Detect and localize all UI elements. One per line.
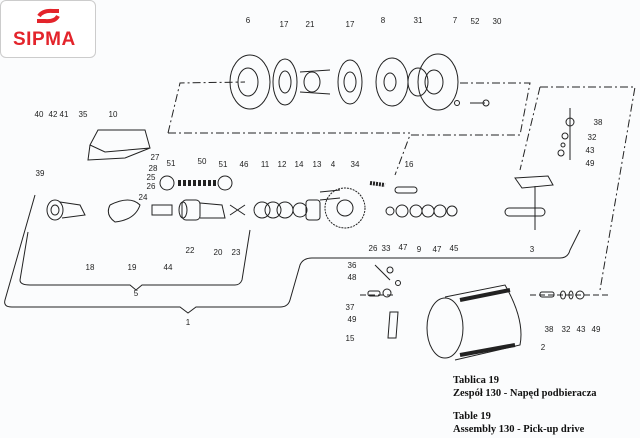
callout-part-26: 26 xyxy=(147,182,156,191)
caption-pl-assembly: Zespół 130 - Napęd podbieracza xyxy=(453,388,597,399)
callout-part-46: 46 xyxy=(240,160,249,169)
callout-part-9: 9 xyxy=(417,245,422,254)
callout-part-10: 10 xyxy=(109,110,118,119)
callout-part-26: 26 xyxy=(369,244,378,253)
callout-part-12: 12 xyxy=(278,160,287,169)
callout-part-1: 1 xyxy=(186,318,191,327)
callout-part-21: 21 xyxy=(306,20,315,29)
callout-part-22: 22 xyxy=(186,246,195,255)
callout-part-47: 47 xyxy=(399,243,408,252)
callout-part-4: 4 xyxy=(331,160,336,169)
callout-part-27: 27 xyxy=(151,153,160,162)
assembly-outlines xyxy=(4,53,636,361)
callout-part-5: 5 xyxy=(134,289,139,298)
callout-part-38: 38 xyxy=(594,118,603,127)
sipma-s-mark-icon xyxy=(37,8,60,24)
caption-pl-table: Tablica 19 xyxy=(453,375,499,386)
callout-part-39: 39 xyxy=(36,169,45,178)
callout-part-30: 30 xyxy=(493,17,502,26)
callout-part-2: 2 xyxy=(541,343,546,352)
callout-part-14: 14 xyxy=(295,160,304,169)
callout-part-24: 24 xyxy=(139,193,148,202)
callout-part-34: 34 xyxy=(351,160,360,169)
callout-part-3: 3 xyxy=(530,245,535,254)
callout-part-41: 41 xyxy=(60,110,69,119)
caption-en-assembly: Assembly 130 - Pick-up drive xyxy=(453,424,585,435)
callout-part-25: 25 xyxy=(147,173,156,182)
callout-part-31: 31 xyxy=(414,16,423,25)
callout-part-17: 17 xyxy=(346,20,355,29)
callout-part-38: 38 xyxy=(545,325,554,334)
callout-part-49: 49 xyxy=(592,325,601,334)
callout-part-35: 35 xyxy=(79,110,88,119)
callout-part-15: 15 xyxy=(346,334,355,343)
callout-part-16: 16 xyxy=(405,160,414,169)
callout-part-44: 44 xyxy=(164,263,173,272)
callout-part-13: 13 xyxy=(313,160,322,169)
callout-part-20: 20 xyxy=(214,248,223,257)
callout-part-32: 32 xyxy=(562,325,571,334)
table-caption: Tablica 19 Zespół 130 - Napęd podbieracz… xyxy=(453,374,597,436)
callout-part-40: 40 xyxy=(35,110,44,119)
callout-part-47: 47 xyxy=(433,245,442,254)
callout-part-49: 49 xyxy=(348,315,357,324)
callout-part-23: 23 xyxy=(232,248,241,257)
callout-part-18: 18 xyxy=(86,263,95,272)
logo-text: SIPMA xyxy=(13,29,76,50)
callout-part-6: 6 xyxy=(246,16,251,25)
callout-part-45: 45 xyxy=(450,244,459,253)
callout-part-36: 36 xyxy=(348,261,357,270)
callout-part-37: 37 xyxy=(346,303,355,312)
callout-part-17: 17 xyxy=(280,20,289,29)
callout-part-52: 52 xyxy=(471,17,480,26)
callout-part-11: 11 xyxy=(261,160,270,169)
callout-part-43: 43 xyxy=(577,325,586,334)
sipma-logo: SIPMA xyxy=(0,0,96,58)
callout-part-50: 50 xyxy=(198,157,207,166)
callout-part-48: 48 xyxy=(348,273,357,282)
callout-part-51: 51 xyxy=(167,159,176,168)
caption-en-table: Table 19 xyxy=(453,411,491,422)
callout-part-49: 49 xyxy=(586,159,595,168)
callout-part-32: 32 xyxy=(588,133,597,142)
callout-part-42: 42 xyxy=(49,110,58,119)
callout-part-51: 51 xyxy=(219,160,228,169)
callout-part-43: 43 xyxy=(586,146,595,155)
callout-part-19: 19 xyxy=(128,263,137,272)
callout-part-8: 8 xyxy=(381,16,386,25)
callout-part-28: 28 xyxy=(149,164,158,173)
callout-part-33: 33 xyxy=(382,244,391,253)
callout-part-7: 7 xyxy=(453,16,458,25)
